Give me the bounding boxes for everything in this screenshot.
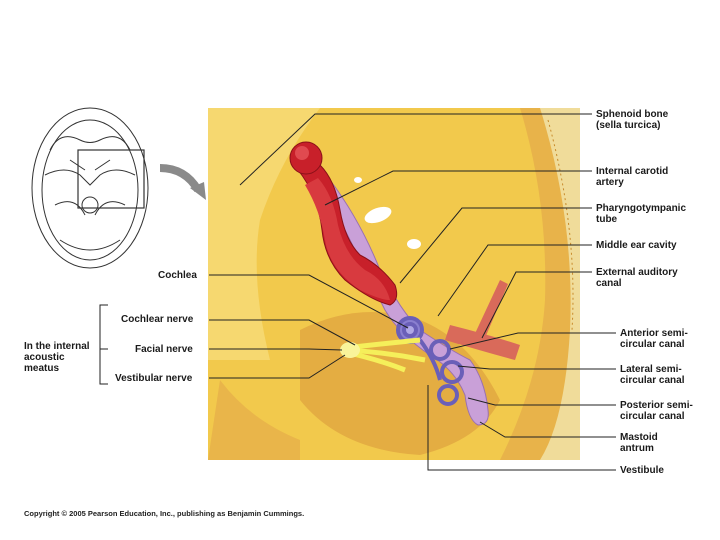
skull-inset <box>31 107 149 269</box>
label-internal-carotid-artery: Internal carotid artery <box>596 166 669 188</box>
label-pharyngotympanic-tube: Pharyngotympanic tube <box>596 203 687 225</box>
label-internal-acoustic-meatus: In the internal acoustic meatus <box>24 341 90 374</box>
label-anterior-semicircular-canal: Anterior semi- circular canal <box>620 328 688 350</box>
label-vestibular-nerve: Vestibular nerve <box>115 373 193 384</box>
label-vestibule: Vestibule <box>620 465 664 476</box>
copyright-notice: Copyright © 2005 Pearson Education, Inc.… <box>24 509 305 518</box>
label-facial-nerve: Facial nerve <box>135 344 193 355</box>
label-posterior-semicircular-canal: Posterior semi- circular canal <box>620 400 693 422</box>
leader-lines <box>99 113 616 471</box>
cranial-floor-illustration <box>208 108 580 460</box>
label-middle-ear-cavity: Middle ear cavity <box>596 240 677 251</box>
label-cochlea: Cochlea <box>158 270 197 281</box>
label-sphenoid-bone: Sphenoid bone (sella turcica) <box>596 109 669 131</box>
label-external-auditory-canal: External auditory canal <box>596 267 678 289</box>
label-mastoid-antrum: Mastoid antrum <box>620 432 658 454</box>
label-lateral-semicircular-canal: Lateral semi- circular canal <box>620 364 685 386</box>
inset-highlight-box <box>77 149 145 209</box>
label-cochlear-nerve: Cochlear nerve <box>121 314 194 325</box>
pointer-arrow <box>159 164 206 200</box>
